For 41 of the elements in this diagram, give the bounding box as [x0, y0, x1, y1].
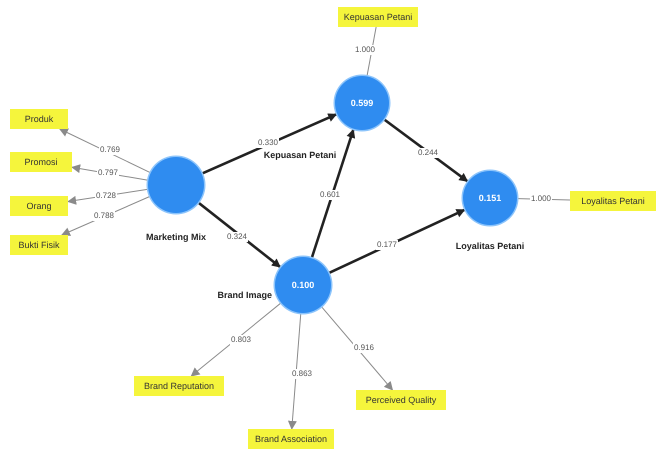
indicator-box: Brand Association [248, 429, 334, 449]
indicator-box: Kepuasan Petani [338, 7, 418, 27]
edge-label: 0.769 [98, 145, 122, 155]
construct-name: Brand Image [217, 290, 272, 300]
arrow [61, 196, 150, 236]
edge-label: 0.601 [318, 190, 342, 200]
connector-line [366, 26, 377, 76]
arrow [202, 113, 338, 174]
edge-label: 0.788 [92, 211, 116, 221]
arrow [198, 202, 282, 268]
indicator-box: Produk [10, 109, 68, 129]
construct-name: Marketing Mix [146, 232, 206, 242]
indicator-box: Orang [10, 196, 68, 216]
indicator-box: Loyalitas Petani [570, 191, 656, 211]
arrow [288, 313, 302, 430]
arrow [328, 208, 466, 274]
arrow [321, 306, 394, 391]
edge-label: 0.324 [226, 232, 248, 242]
edge-label: 0.244 [416, 148, 440, 158]
indicator-box: Promosi [10, 152, 72, 172]
arrow [310, 128, 356, 258]
indicator-box: Bukti Fisik [10, 235, 68, 255]
edge-label: 0.863 [290, 369, 314, 379]
construct-name: Kepuasan Petani [264, 150, 336, 160]
edge-label: 0.797 [96, 168, 120, 178]
edge-label: 0.330 [256, 138, 280, 148]
r-squared-value: 0.599 [350, 98, 374, 108]
indicator-box: Brand Reputation [134, 376, 224, 396]
r-squared-value: 0.151 [478, 193, 502, 203]
edge-label: 0.916 [352, 343, 376, 353]
edge-label: 0.803 [230, 335, 252, 345]
indicator-box: Perceived Quality [356, 390, 446, 410]
arrow [190, 302, 282, 377]
edge-label: 1.000 [530, 194, 552, 204]
arrow [58, 128, 150, 173]
arrow [384, 118, 468, 182]
edge-label: 0.728 [94, 191, 118, 201]
r-squared-value: 0.100 [292, 280, 314, 290]
edge-label: 0.177 [376, 240, 398, 250]
edge-label: 1.000 [354, 45, 376, 55]
construct-name: Loyalitas Petani [456, 241, 524, 251]
